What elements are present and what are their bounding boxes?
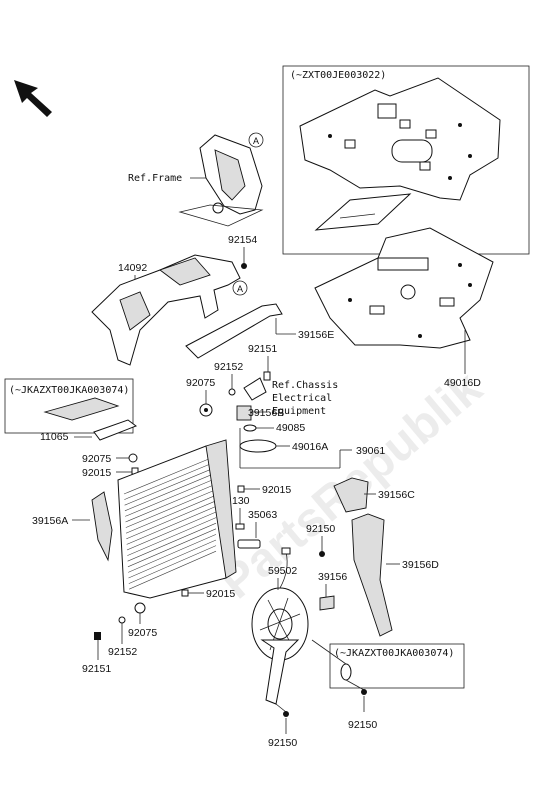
side-shroud-39156A xyxy=(91,491,113,562)
radiator-fin xyxy=(128,534,217,573)
part-92150-mid: 92150 xyxy=(306,523,335,535)
radiator-fin xyxy=(126,500,217,540)
radiator-fin xyxy=(124,466,217,506)
part-92075-top: 92075 xyxy=(186,377,215,389)
part-92075-mid: 92075 xyxy=(82,453,111,465)
radiator-fin xyxy=(127,528,217,568)
radiator-fin xyxy=(124,472,217,512)
part-92151-bottom: 92151 xyxy=(82,663,111,675)
part-39156C: 39156C xyxy=(378,489,415,501)
part-49016A: 49016A xyxy=(292,441,328,453)
cooling-fan xyxy=(251,547,309,705)
part-49085: 49085 xyxy=(276,422,305,434)
radiator-fin xyxy=(125,478,217,517)
ref-chassis-label-3: Equipment xyxy=(272,406,326,417)
ref-chassis-label-2: Electrical xyxy=(272,393,332,404)
part-92015-right: 92015 xyxy=(262,484,291,496)
circle-marker-a-top: A xyxy=(248,132,264,148)
part-39061: 39061 xyxy=(356,445,385,457)
mat-upper xyxy=(299,77,501,201)
part-39156E: 39156E xyxy=(298,329,334,341)
variant-box-bottom-right xyxy=(329,643,465,689)
ref-chassis-label-1: Ref.Chassis xyxy=(272,380,338,391)
frame-bracket xyxy=(199,134,263,215)
gasket-49016A xyxy=(239,439,277,453)
part-11065: 11065 xyxy=(40,431,69,443)
part-59502: 59502 xyxy=(268,565,297,577)
part-92150-right: 92150 xyxy=(348,719,377,731)
radiator-fin xyxy=(126,506,217,545)
circle-marker-a-mid: A xyxy=(232,280,248,296)
part-92075-bottom: 92075 xyxy=(128,627,157,639)
radiator-fin xyxy=(125,483,217,523)
radiator-fin xyxy=(128,539,217,579)
variant-code-top-right: (~ZXT00JE003022) xyxy=(290,70,386,81)
radiator-fin xyxy=(128,550,217,590)
radiator-fin xyxy=(124,461,217,500)
pad-small xyxy=(314,193,412,231)
part-49016D: 49016D xyxy=(444,377,481,389)
air-duct xyxy=(91,254,241,366)
part-92154: 92154 xyxy=(228,234,257,246)
shroud-small xyxy=(43,397,120,421)
mat-lower xyxy=(314,227,494,349)
radiator-fin xyxy=(127,517,217,556)
trim-strip xyxy=(185,303,283,359)
part-92152-top: 92152 xyxy=(214,361,243,373)
radiator-fin xyxy=(127,522,217,562)
part-130: 130 xyxy=(232,495,250,507)
radiator-fin xyxy=(125,494,217,534)
part-14092: 14092 xyxy=(118,262,147,274)
svg-text:A: A xyxy=(237,284,243,294)
part-39156D: 39156D xyxy=(402,559,439,571)
radiator-fin xyxy=(125,489,217,528)
svg-text:A: A xyxy=(253,136,259,146)
part-39156A: 39156A xyxy=(32,515,68,527)
cover-39156D xyxy=(351,513,393,637)
part-92015-bottom: 92015 xyxy=(206,588,235,600)
variant-box-left xyxy=(4,378,134,434)
radiator xyxy=(117,439,237,599)
part-39156: 39156 xyxy=(318,571,347,583)
variant-code-left: (~JKAZXT00JKA003074) xyxy=(9,385,129,396)
part-92015-left: 92015 xyxy=(82,467,111,479)
radiator-fin xyxy=(123,455,217,495)
cover-39156B xyxy=(236,405,252,421)
cover-39156 xyxy=(319,595,335,611)
ref-frame-label: Ref.Frame xyxy=(128,173,182,184)
cap-11065 xyxy=(93,419,138,441)
radiator-fin xyxy=(128,545,217,584)
part-92150-bottom: 92150 xyxy=(268,737,297,749)
part-92151-top: 92151 xyxy=(248,343,277,355)
direction-arrow-icon xyxy=(14,80,52,117)
cover-39156C xyxy=(333,477,369,513)
part-35063: 35063 xyxy=(248,509,277,521)
hose-35063 xyxy=(237,539,261,549)
part-39156B: 39156B xyxy=(248,407,284,419)
part-92152-bottom: 92152 xyxy=(108,646,137,658)
radiator-fin xyxy=(126,511,217,551)
bracket-small xyxy=(243,377,267,401)
variant-code-bottom-right: (~JKAZXT00JKA003074) xyxy=(334,648,454,659)
